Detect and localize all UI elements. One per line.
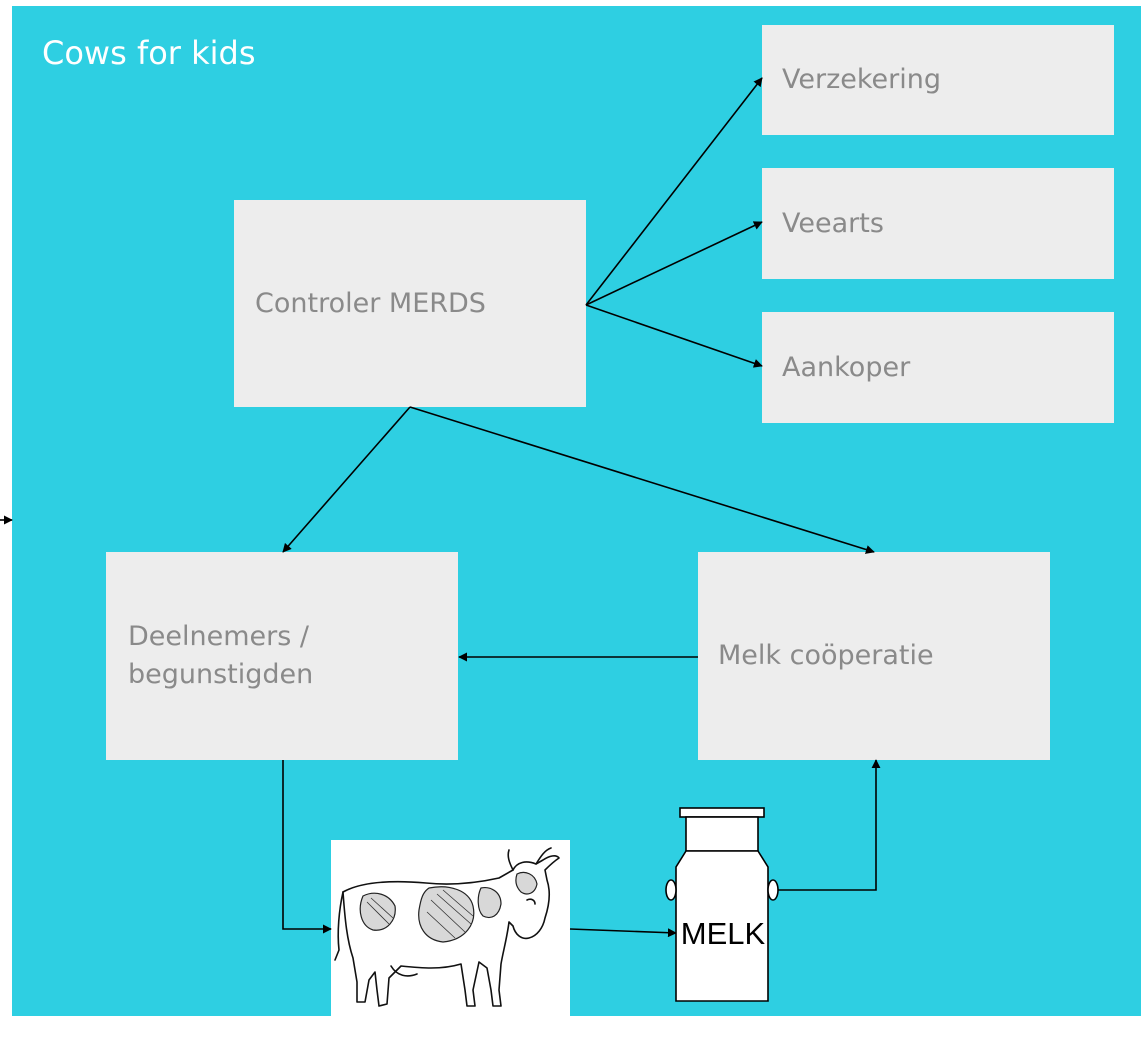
node-aankoper: Aankoper bbox=[762, 312, 1114, 423]
edge-controler-deelnemers bbox=[282, 406, 411, 553]
milk-can-icon bbox=[665, 807, 779, 1002]
node-verzekering-label: Verzekering bbox=[782, 64, 942, 95]
node-aankoper-label: Aankoper bbox=[782, 351, 911, 383]
edge-cow-milk-can bbox=[569, 928, 677, 938]
edge-controler-veearts bbox=[585, 221, 763, 306]
edge-controler-verzekering bbox=[585, 77, 763, 306]
diagram-title: Cows for kids bbox=[42, 34, 256, 72]
milk-can-label: MELK bbox=[680, 916, 766, 951]
node-melk-cooperatie: Melk coöperatie bbox=[698, 552, 1050, 760]
edge-milk-can-melk-cooperatie bbox=[778, 759, 881, 891]
cow-image-frame bbox=[331, 840, 570, 1018]
edge-deelnemers-cow bbox=[282, 760, 332, 934]
node-melk-cooperatie-label: Melk coöperatie bbox=[718, 640, 934, 671]
node-controler-merds: Controler MERDS bbox=[234, 200, 586, 407]
node-veearts: Veearts bbox=[762, 168, 1114, 279]
edge-controler-melk-cooperatie bbox=[409, 406, 875, 554]
node-veearts-label: Veearts bbox=[782, 207, 884, 239]
node-deelnemers-label: Deelnemers / begunstigden bbox=[128, 621, 314, 690]
node-verzekering: Verzekering bbox=[762, 25, 1114, 135]
node-controler-merds-label: Controler MERDS bbox=[255, 287, 486, 319]
node-deelnemers: Deelnemers / begunstigden bbox=[106, 552, 458, 760]
edge-controler-aankoper bbox=[585, 304, 763, 368]
cow-icon bbox=[334, 847, 560, 1007]
